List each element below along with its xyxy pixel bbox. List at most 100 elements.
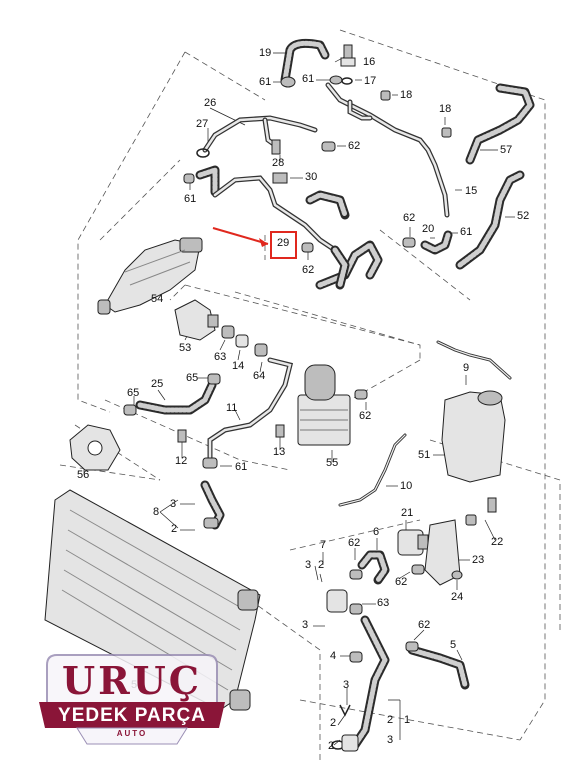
logo-brand-text: URUÇ [61, 658, 203, 703]
callout-29: 29 [277, 237, 290, 249]
callout-13: 13 [273, 446, 286, 458]
callout-62: 62 [348, 140, 361, 152]
callout-54: 54 [151, 293, 164, 305]
callout-56: 56 [77, 469, 90, 481]
callout-62: 62 [348, 537, 361, 549]
clamp-4 [349, 651, 363, 663]
callout-6: 6 [373, 526, 380, 538]
clamp-61-bottom [202, 457, 218, 469]
pipe-26 [202, 115, 318, 153]
logo-frame [39, 654, 225, 745]
callout-53: 53 [179, 342, 192, 354]
expansion-tank-51 [441, 390, 506, 483]
clamp-62-6 [349, 569, 363, 580]
clamp-64 [254, 343, 268, 357]
o-ring-14 [235, 334, 249, 348]
hose-29-assembly [212, 175, 383, 290]
callout-7: 7 [320, 539, 327, 551]
callout-11: 11 [226, 402, 238, 414]
callout-2: 2 [387, 714, 394, 726]
callout-65: 65 [186, 372, 199, 384]
hose-57 [465, 83, 535, 165]
callout-57: 57 [500, 144, 513, 156]
callout-61: 61 [259, 76, 272, 88]
callout-52: 52 [517, 210, 530, 222]
clamp-62-6b [411, 564, 425, 575]
callout-23: 23 [472, 554, 485, 566]
pump-21 [397, 529, 429, 556]
logo-subtitle: YEDEK PARÇA [58, 705, 206, 726]
clamp-62-center [301, 242, 314, 253]
clamp-62-oil [354, 389, 368, 400]
clamp-63-mid [221, 325, 235, 339]
bolt-22 [487, 497, 497, 513]
pipe-15 [325, 82, 450, 218]
o-ring-17 [341, 77, 353, 85]
callout-18: 18 [400, 89, 413, 101]
callout-16: 16 [363, 56, 376, 68]
egr-cooler-54 [97, 237, 203, 315]
logo-tag: AUTO [116, 729, 148, 738]
callout-15: 15 [465, 185, 478, 197]
callout-21: 21 [401, 507, 414, 519]
callout-64: 64 [253, 370, 266, 382]
bolt-28 [271, 139, 281, 155]
callout-26: 26 [204, 97, 217, 109]
callout-8: 8 [153, 506, 160, 518]
hose-5 [407, 645, 470, 690]
cap-18-b [441, 127, 452, 138]
bracket-30 [272, 172, 288, 184]
hose-20 [420, 230, 453, 255]
clamp-65-left [123, 404, 137, 416]
screw-12 [177, 429, 187, 443]
callout-12: 12 [175, 455, 188, 467]
clamp-63-lower [349, 603, 363, 615]
callout-61: 61 [302, 73, 315, 85]
callout-9: 9 [463, 362, 470, 374]
pipe-9 [436, 340, 512, 380]
callout-63: 63 [377, 597, 390, 609]
callout-2: 2 [318, 559, 325, 571]
clamp-62-5 [405, 641, 419, 652]
callout-3: 3 [387, 734, 394, 746]
callout-5: 5 [450, 639, 457, 651]
screw-13 [275, 424, 285, 438]
callout-62: 62 [359, 410, 372, 422]
hose-19 [280, 38, 330, 85]
callout-27: 27 [196, 118, 209, 130]
callout-3: 3 [170, 498, 177, 510]
clamp-62-upper [321, 141, 336, 152]
hose-6 [357, 550, 390, 585]
callout-2: 2 [171, 523, 178, 535]
callout-63: 63 [214, 351, 227, 363]
pipe-10 [338, 433, 407, 507]
callout-65: 65 [127, 387, 140, 399]
callout-19: 19 [259, 47, 272, 59]
connector-1-end [341, 734, 359, 752]
bracket-23 [424, 519, 461, 586]
callout-61: 61 [184, 193, 197, 205]
grommet-22 [465, 514, 477, 526]
oil-cooler-55 [297, 364, 351, 446]
callout-22: 22 [491, 536, 504, 548]
callout-17: 17 [364, 75, 377, 87]
flange-56 [69, 424, 121, 471]
callout-14: 14 [232, 360, 245, 372]
callout-30: 30 [305, 171, 318, 183]
callout-3: 3 [305, 559, 312, 571]
callout-18: 18 [439, 103, 452, 115]
callout-61: 61 [235, 461, 248, 473]
callout-4: 4 [330, 650, 337, 662]
thermostat-53 [174, 299, 219, 341]
hose-25 [135, 380, 217, 415]
callout-55: 55 [326, 457, 339, 469]
callout-62: 62 [418, 619, 431, 631]
callout-25: 25 [151, 378, 164, 390]
clamp-61-left [183, 173, 195, 184]
callout-3: 3 [302, 619, 309, 631]
spring-clip-3 [339, 704, 351, 717]
callout-61: 61 [460, 226, 473, 238]
hose-1 [350, 615, 390, 750]
sensor-16 [340, 44, 356, 67]
callout-62: 62 [302, 264, 315, 276]
